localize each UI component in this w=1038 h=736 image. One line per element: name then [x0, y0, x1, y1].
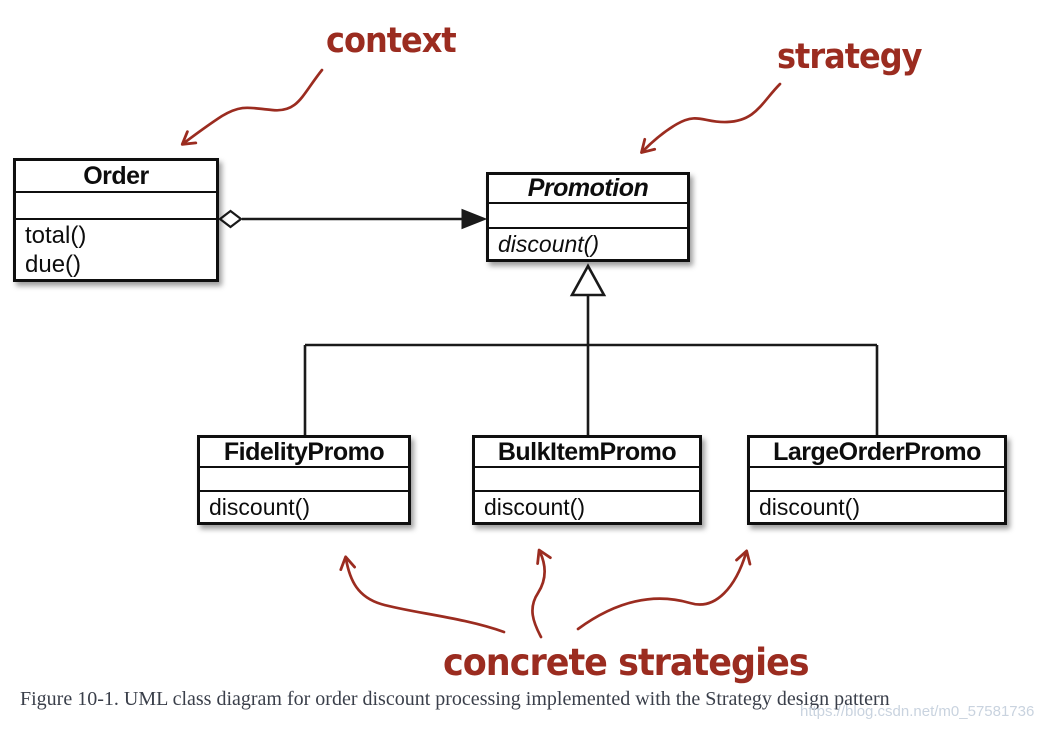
class-methods-order: total() due() [16, 220, 216, 279]
class-methods-promotion: discount() [489, 229, 687, 259]
aggregation-arrowhead-icon [461, 208, 488, 230]
annotation-context: context [326, 19, 457, 61]
strategy-arrow [640, 82, 782, 154]
class-title-bulkitempromo: BulkItemPromo [475, 438, 699, 468]
class-box-largeorderpromo: LargeOrderPromo discount() [747, 435, 1007, 525]
class-methods-fidelitypromo: discount() [200, 492, 408, 522]
aggregation-diamond-icon [218, 209, 243, 229]
class-title-fidelitypromo: FidelityPromo [200, 438, 408, 468]
method-total: total() [25, 222, 87, 249]
class-title-largeorderpromo: LargeOrderPromo [750, 438, 1004, 468]
annotation-concrete-strategies: concrete strategies [443, 641, 810, 685]
annotation-strategy: strategy [777, 35, 922, 77]
class-attrs-bulkitempromo [475, 468, 699, 492]
method-discount-promotion: discount() [498, 231, 599, 257]
class-box-bulkitempromo: BulkItemPromo discount() [472, 435, 702, 525]
inheritance-connector-lines [303, 296, 879, 435]
concrete-arrow-right [576, 549, 752, 631]
concrete-arrow-left [339, 555, 506, 634]
method-discount-bulkitem: discount() [484, 494, 585, 520]
method-due: due() [25, 251, 82, 278]
class-box-fidelitypromo: FidelityPromo discount() [197, 435, 411, 525]
context-arrow [180, 68, 324, 146]
class-attrs-largeorderpromo [750, 468, 1004, 492]
class-methods-bulkitempromo: discount() [475, 492, 699, 522]
concrete-arrow-middle [531, 548, 552, 639]
figure-caption: Figure 10-1. UML class diagram for order… [20, 688, 890, 710]
class-title-order: Order [16, 161, 216, 194]
class-box-order: Order total() due() [13, 158, 219, 282]
class-methods-largeorderpromo: discount() [750, 492, 1004, 522]
class-box-promotion: Promotion discount() [486, 172, 690, 262]
class-attrs-promotion [489, 204, 687, 229]
method-discount-fidelity: discount() [209, 494, 310, 520]
class-title-promotion: Promotion [489, 174, 687, 204]
method-discount-largeorder: discount() [759, 494, 860, 520]
class-attrs-fidelitypromo [200, 468, 408, 492]
watermark-url: https://blog.csdn.net/m0_57581736 [800, 703, 1035, 720]
class-attrs-order [16, 193, 216, 220]
inheritance-triangle-icon [569, 263, 607, 297]
